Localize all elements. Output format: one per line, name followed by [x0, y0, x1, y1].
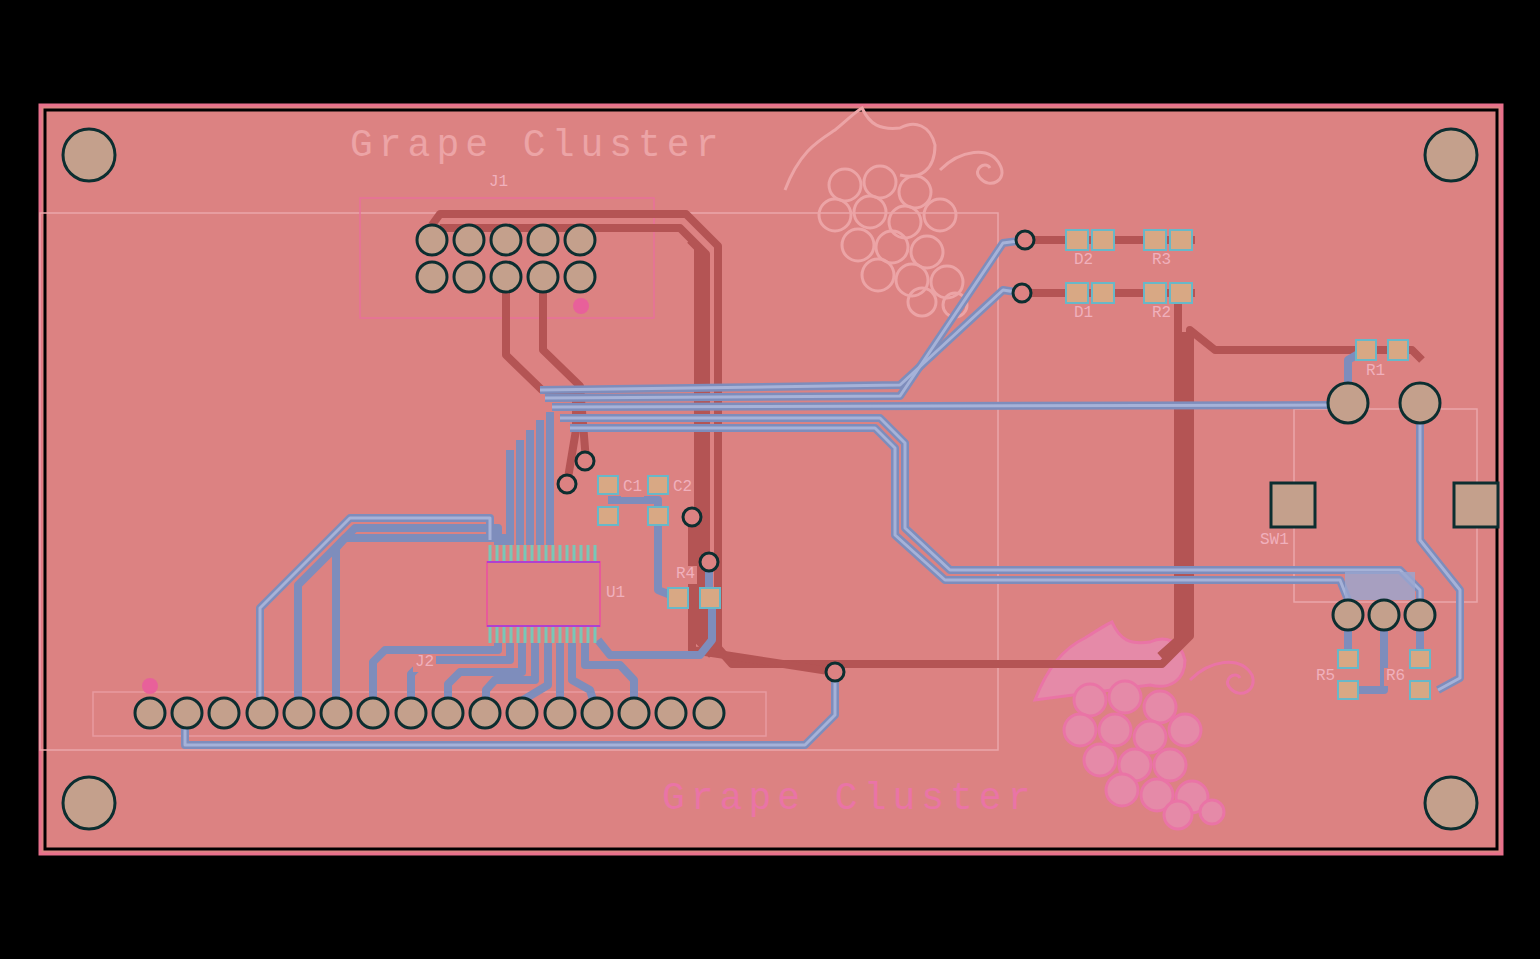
reference-designator: SW1	[1258, 532, 1291, 550]
board-title: Grape Cluster	[662, 780, 1036, 818]
reference-designator: D1	[1072, 305, 1095, 323]
reference-designator: J2	[413, 654, 436, 672]
reference-designator: R4	[674, 566, 697, 584]
reference-designator: J1	[487, 174, 510, 192]
reference-designator: R1	[1364, 363, 1387, 381]
board-title: Grape Cluster	[350, 127, 724, 165]
reference-designator: C2	[671, 479, 694, 497]
reference-designator: U1	[604, 585, 627, 603]
reference-designator: R6	[1384, 668, 1407, 686]
reference-designator: R5	[1314, 668, 1337, 686]
reference-designator: R3	[1150, 252, 1173, 270]
reference-designator: R2	[1150, 305, 1173, 323]
reference-designator: D2	[1072, 252, 1095, 270]
reference-designator: C1	[621, 479, 644, 497]
